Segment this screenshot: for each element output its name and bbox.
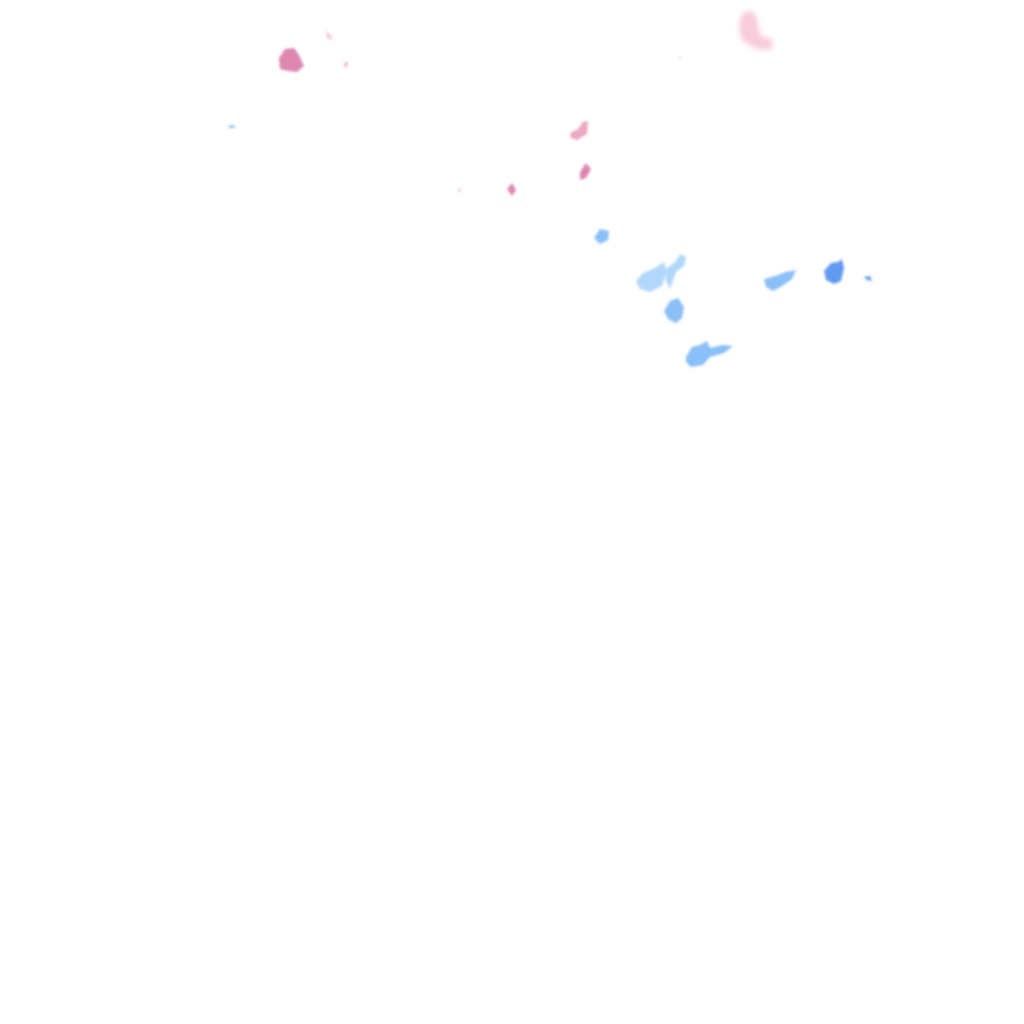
pink-blob xyxy=(678,57,682,60)
pink-blob xyxy=(570,121,588,140)
pink-blob xyxy=(457,189,461,192)
pink-blob xyxy=(507,183,516,196)
blue-dot xyxy=(228,125,235,128)
pink-cluster xyxy=(228,31,682,196)
blue-blob xyxy=(686,341,733,367)
pink-blob xyxy=(739,10,773,50)
blue-cluster xyxy=(594,229,872,367)
blue-blob xyxy=(666,254,686,289)
pink-blob xyxy=(344,62,348,69)
blue-blob xyxy=(764,270,796,291)
blue-blob xyxy=(864,276,872,281)
pink-blob xyxy=(325,31,333,40)
blue-blob xyxy=(824,259,844,284)
blue-blob xyxy=(664,298,684,323)
pink-blob xyxy=(279,48,304,72)
pink-haze xyxy=(739,10,773,50)
blue-blob xyxy=(594,229,609,244)
pink-blob xyxy=(580,163,591,180)
blue-blob xyxy=(636,262,667,292)
